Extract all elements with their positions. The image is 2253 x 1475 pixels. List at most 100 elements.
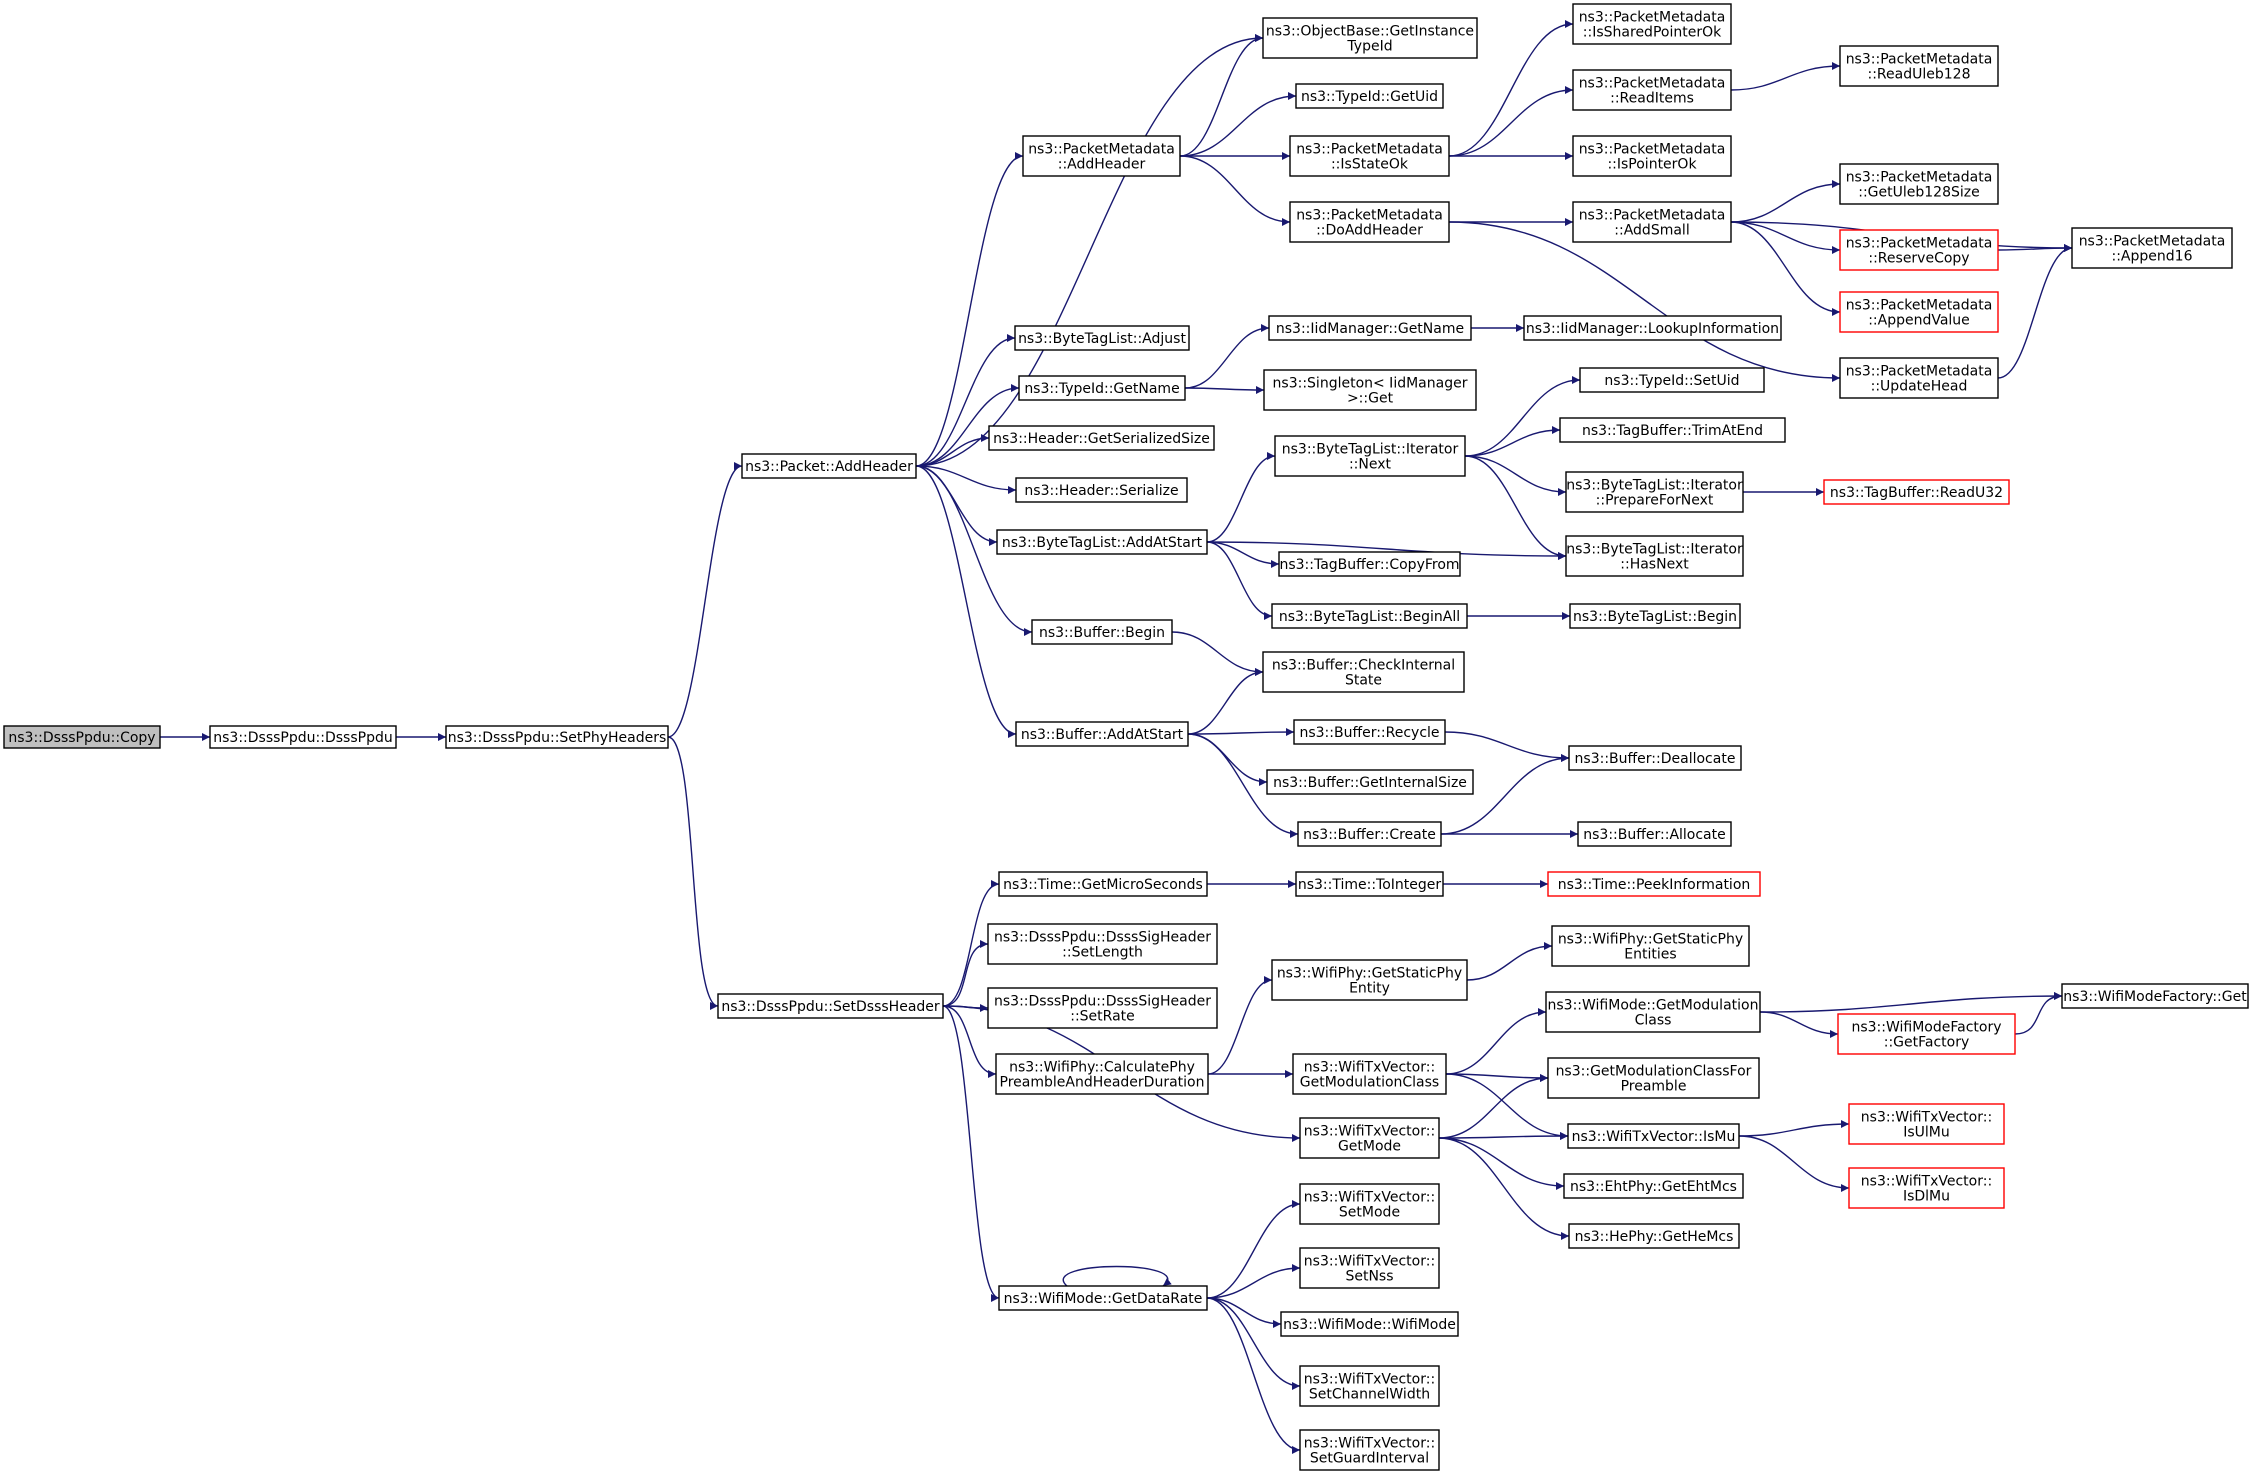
- node-pm-ispointerok[interactable]: ns3::PacketMetadata::IsPointerOk: [1572, 135, 1732, 177]
- node-pm-updatehead[interactable]: ns3::PacketMetadata::UpdateHead: [1839, 357, 1999, 399]
- node-txv-setgi[interactable]: ns3::WifiTxVector::SetGuardInterval: [1299, 1429, 1440, 1471]
- node-box: [1547, 1057, 1760, 1099]
- node-txv-getmode[interactable]: ns3::WifiTxVector::GetMode: [1299, 1117, 1440, 1159]
- edge-setdsss-to-sig-setlength: [942, 940, 989, 1007]
- node-sig-setlength[interactable]: ns3::DsssPpdu::DsssSigHeader::SetLength: [987, 923, 1218, 965]
- node-setphy[interactable]: ns3::DsssPpdu::SetPhyHeaders: [445, 725, 669, 749]
- node-box: [1263, 369, 1477, 411]
- node-label: ns3::DsssPpdu::DsssPpdu: [213, 730, 392, 746]
- node-txv-setnss[interactable]: ns3::WifiTxVector::SetNss: [1299, 1247, 1440, 1289]
- node-label: ns3::Singleton< IidManager: [1273, 376, 1468, 392]
- node-time-tointeger[interactable]: ns3::Time::ToInteger: [1295, 871, 1444, 897]
- node-addheader[interactable]: ns3::Packet::AddHeader: [741, 453, 917, 479]
- node-btl-iter-next[interactable]: ns3::ByteTagList::Iterator::Next: [1274, 435, 1466, 477]
- node-label: ns3::WifiMode::GetModulation: [1548, 998, 1759, 1014]
- node-pm-doaddheader[interactable]: ns3::PacketMetadata::DoAddHeader: [1289, 201, 1450, 243]
- node-pm-getuleb[interactable]: ns3::PacketMetadata::GetUleb128Size: [1839, 163, 1999, 205]
- node-label: ::AddHeader: [1058, 157, 1146, 173]
- node-pm-readitems[interactable]: ns3::PacketMetadata::ReadItems: [1572, 69, 1732, 111]
- node-buf-allocate[interactable]: ns3::Buffer::Allocate: [1577, 821, 1732, 847]
- node-pm-addheader[interactable]: ns3::PacketMetadata::AddHeader: [1022, 135, 1181, 177]
- node-wm-getdatarate[interactable]: ns3::WifiMode::GetDataRate: [998, 1285, 1208, 1311]
- node-pm-isstateok[interactable]: ns3::PacketMetadata::IsStateOk: [1289, 135, 1450, 177]
- node-tb-readu32[interactable]: ns3::TagBuffer::ReadU32: [1823, 479, 2010, 505]
- node-sig-setrate[interactable]: ns3::DsssPpdu::DsssSigHeader::SetRate: [987, 987, 1218, 1029]
- node-label: ::PrepareForNext: [1596, 493, 1714, 509]
- node-typeid-getuid[interactable]: ns3::TypeId::GetUid: [1295, 83, 1444, 109]
- node-txv-getmodclass[interactable]: ns3::WifiTxVector::GetModulationClass: [1292, 1053, 1447, 1095]
- node-btl-beginall[interactable]: ns3::ByteTagList::BeginAll: [1271, 603, 1468, 629]
- node-buf-create[interactable]: ns3::Buffer::Create: [1297, 821, 1442, 847]
- node-buf-addatstart[interactable]: ns3::Buffer::AddAtStart: [1015, 721, 1189, 747]
- node-buf-recycle[interactable]: ns3::Buffer::Recycle: [1293, 719, 1446, 745]
- node-txv-isdlmu[interactable]: ns3::WifiTxVector::IsDlMu: [1848, 1167, 2005, 1209]
- node-label: ns3::Buffer::CheckInternal: [1272, 658, 1455, 674]
- node-typeid-getname[interactable]: ns3::TypeId::GetName: [1018, 375, 1186, 401]
- node-box: [998, 871, 1208, 897]
- node-pm-readuleb[interactable]: ns3::PacketMetadata::ReadUleb128: [1839, 45, 1999, 87]
- node-txv-ismu[interactable]: ns3::WifiTxVector::IsMu: [1567, 1123, 1740, 1149]
- edge-txv-ismu-to-txv-isulmu: [1738, 1120, 1850, 1137]
- node-buf-dealloc[interactable]: ns3::Buffer::Deallocate: [1568, 745, 1742, 771]
- node-wphy-calc[interactable]: ns3::WifiPhy::CalculatePhyPreambleAndHea…: [995, 1053, 1209, 1095]
- node-box: [1848, 1103, 2005, 1145]
- node-label: ns3::Buffer::Begin: [1039, 625, 1165, 641]
- node-iid-lookup[interactable]: ns3::IidManager::LookupInformation: [1523, 315, 1782, 341]
- node-copy[interactable]: ns3::DsssPpdu::Copy: [3, 725, 161, 749]
- edge-btl-addatstart-to-btl-iter-hasnext: [1206, 541, 1567, 560]
- node-tb-trimatend[interactable]: ns3::TagBuffer::TrimAtEnd: [1559, 417, 1786, 443]
- node-btl-iter-prepare[interactable]: ns3::ByteTagList::Iterator::PrepareForNe…: [1565, 471, 1744, 513]
- node-pm-appendvalue[interactable]: ns3::PacketMetadata::AppendValue: [1839, 291, 1999, 333]
- node-label: ns3::DsssPpdu::SetDsssHeader: [721, 999, 940, 1015]
- node-pm-append16[interactable]: ns3::PacketMetadata::Append16: [2071, 227, 2233, 269]
- node-setdsss[interactable]: ns3::DsssPpdu::SetDsssHeader: [717, 993, 944, 1019]
- node-btl-addatstart[interactable]: ns3::ByteTagList::AddAtStart: [996, 529, 1208, 555]
- node-label: ::UpdateHead: [1871, 379, 1968, 395]
- node-btl-begin[interactable]: ns3::ByteTagList::Begin: [1569, 603, 1741, 629]
- node-label: ns3::PacketMetadata: [1846, 52, 1993, 68]
- node-txv-isulmu[interactable]: ns3::WifiTxVector::IsUlMu: [1848, 1103, 2005, 1145]
- node-label: ns3::DsssPpdu::SetPhyHeaders: [448, 730, 667, 746]
- node-wm-getmodclass[interactable]: ns3::WifiMode::GetModulationClass: [1545, 991, 1761, 1033]
- node-ctor[interactable]: ns3::DsssPpdu::DsssPpdu: [209, 725, 397, 749]
- node-hdr-getsize[interactable]: ns3::Header::GetSerializedSize: [988, 425, 1215, 451]
- node-label: ns3::TagBuffer::CopyFrom: [1279, 557, 1459, 573]
- node-wmf-get[interactable]: ns3::WifiModeFactory::Get: [2061, 983, 2249, 1009]
- node-hdr-serialize[interactable]: ns3::Header::Serialize: [1015, 477, 1188, 503]
- node-box: [1278, 551, 1461, 577]
- node-pm-addsmall[interactable]: ns3::PacketMetadata::AddSmall: [1572, 201, 1732, 243]
- node-buf-begin[interactable]: ns3::Buffer::Begin: [1031, 619, 1173, 645]
- node-box: [1523, 315, 1782, 341]
- node-label: Preamble: [1621, 1079, 1687, 1095]
- node-eht-getmcs[interactable]: ns3::EhtPhy::GetEhtMcs: [1563, 1173, 1744, 1199]
- node-box: [1551, 925, 1750, 967]
- node-iid-getname[interactable]: ns3::IidManager::GetName: [1268, 315, 1472, 341]
- node-time-getmicro[interactable]: ns3::Time::GetMicroSeconds: [998, 871, 1208, 897]
- node-time-peek[interactable]: ns3::Time::PeekInformation: [1547, 871, 1761, 897]
- node-he-getmcs[interactable]: ns3::HePhy::GetHeMcs: [1568, 1223, 1740, 1249]
- node-label: ns3::ByteTagList::Adjust: [1018, 331, 1186, 347]
- edge-wmf-getfactory-to-wmf-get: [2014, 992, 2063, 1035]
- node-txv-setcw[interactable]: ns3::WifiTxVector::SetChannelWidth: [1299, 1365, 1440, 1407]
- node-typeid-setuid[interactable]: ns3::TypeId::SetUid: [1579, 367, 1765, 393]
- node-wmf-getfactory[interactable]: ns3::WifiModeFactory::GetFactory: [1837, 1013, 2016, 1055]
- node-tb-copyfrom[interactable]: ns3::TagBuffer::CopyFrom: [1278, 551, 1461, 577]
- node-wm-wifimode[interactable]: ns3::WifiMode::WifiMode: [1280, 1311, 1459, 1337]
- node-box: [1299, 1429, 1440, 1471]
- node-singleton-get[interactable]: ns3::Singleton< IidManager>::Get: [1263, 369, 1477, 411]
- node-btl-iter-hasnext[interactable]: ns3::ByteTagList::Iterator::HasNext: [1565, 535, 1744, 577]
- node-pm-reservecopy[interactable]: ns3::PacketMetadata::ReserveCopy: [1839, 229, 1999, 271]
- node-btl-adjust[interactable]: ns3::ByteTagList::Adjust: [1014, 325, 1190, 351]
- node-label: >::Get: [1347, 391, 1394, 407]
- node-buf-getinternalsize[interactable]: ns3::Buffer::GetInternalSize: [1266, 769, 1474, 795]
- node-pm-issharedok[interactable]: ns3::PacketMetadata::IsSharedPointerOk: [1572, 3, 1732, 45]
- node-box: [1295, 871, 1444, 897]
- node-txv-setmode[interactable]: ns3::WifiTxVector::SetMode: [1299, 1183, 1440, 1225]
- node-box: [1262, 651, 1465, 693]
